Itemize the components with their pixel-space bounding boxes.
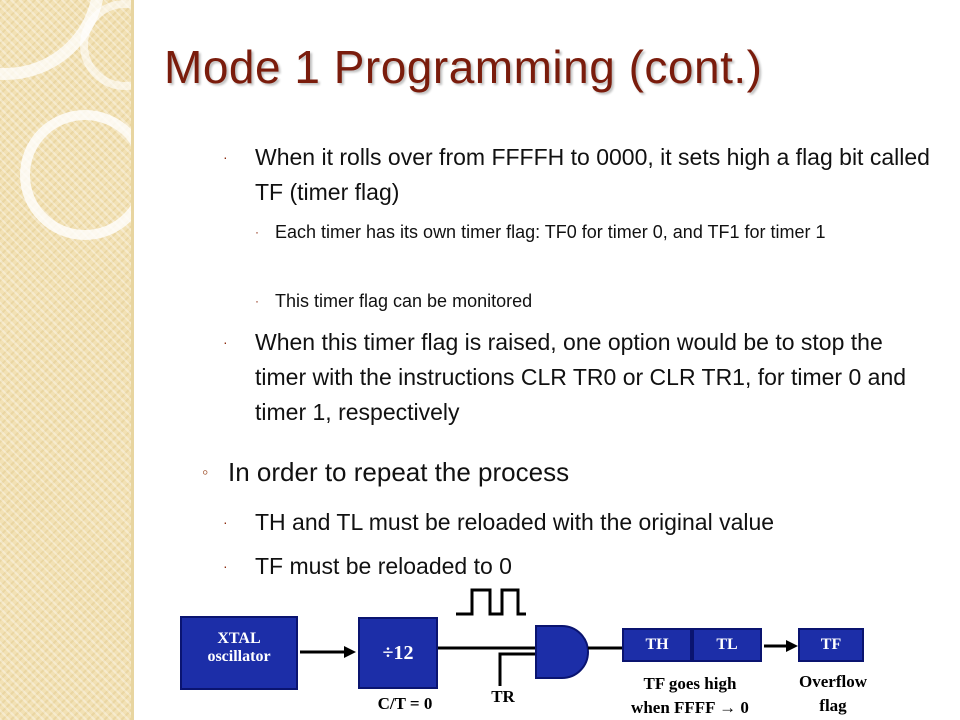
bullet-rollover: · When it rolls over from FFFFH to 0000,… [223, 140, 935, 210]
bullet-text: In order to repeat the process [228, 457, 570, 487]
timer-diagram: XTAL oscillator ÷12 C/T = 0 TR TH TL TF … [160, 584, 890, 720]
bullet-text: When it rolls over from FFFFH to 0000, i… [255, 144, 930, 205]
decorative-sidebar [0, 0, 131, 720]
tf-flag-box: TF [798, 628, 864, 662]
overflow-line: flag [819, 696, 847, 715]
arrow-head [344, 646, 356, 658]
and-gate [535, 625, 589, 679]
bullet-text: When this timer flag is raised, one opti… [255, 329, 907, 425]
tf-goes-high-note: TF goes high when FFFF → 0 [610, 672, 770, 720]
tr-wire [498, 652, 538, 686]
overflow-flag-note: Overflow flag [786, 670, 880, 718]
bullet-mark: · [223, 558, 228, 574]
bullet-text: TH and TL must be reloaded with the orig… [255, 509, 775, 535]
bullet-mark: ◦ [202, 462, 209, 482]
bullet-repeat: ◦ In order to repeat the process [202, 456, 928, 488]
ct-label: C/T = 0 [377, 694, 433, 713]
tl-register: TL [692, 628, 762, 662]
slide-title: Mode 1 Programming (cont.) [164, 41, 763, 93]
bullet-own-flag: · Each timer has its own timer flag: TF0… [255, 218, 915, 246]
ring-decoration [80, 0, 131, 90]
bullet-mark: · [223, 334, 228, 350]
diagram-wires [300, 588, 798, 686]
xtal-oscillator-box: XTAL oscillator [180, 616, 298, 690]
arrow-head [786, 640, 798, 652]
bullet-mark: · [255, 294, 259, 308]
bullet-monitored: · This timer flag can be monitored [255, 287, 915, 315]
bullet-text: Each timer has its own timer flag: TF0 f… [275, 222, 826, 242]
bullet-mark: · [223, 514, 228, 530]
tf-note-line: when FFFF → 0 [631, 698, 749, 717]
bullet-text: TF must be reloaded to 0 [255, 553, 512, 579]
th-register: TH [622, 628, 692, 662]
oscillator-label: oscillator [207, 648, 271, 665]
xtal-label: XTAL [217, 630, 261, 647]
bullet-text: This timer flag can be monitored [275, 291, 533, 311]
divider-box: ÷12 [358, 617, 438, 689]
bullet-reload-tf: · TF must be reloaded to 0 [223, 549, 945, 584]
overflow-line: Overflow [799, 672, 867, 691]
bullet-reload-th-tl: · TH and TL must be reloaded with the or… [223, 505, 945, 540]
clock-pulse-icon [456, 588, 526, 616]
bullet-mark: · [223, 149, 228, 165]
bullet-mark: · [255, 225, 259, 239]
tr-label: TR [491, 687, 515, 706]
tf-note-line: TF goes high [643, 674, 737, 693]
bullet-stop-timer: · When this timer flag is raised, one op… [223, 325, 940, 430]
ring-decoration [20, 110, 131, 240]
sidebar-edge [131, 0, 134, 720]
